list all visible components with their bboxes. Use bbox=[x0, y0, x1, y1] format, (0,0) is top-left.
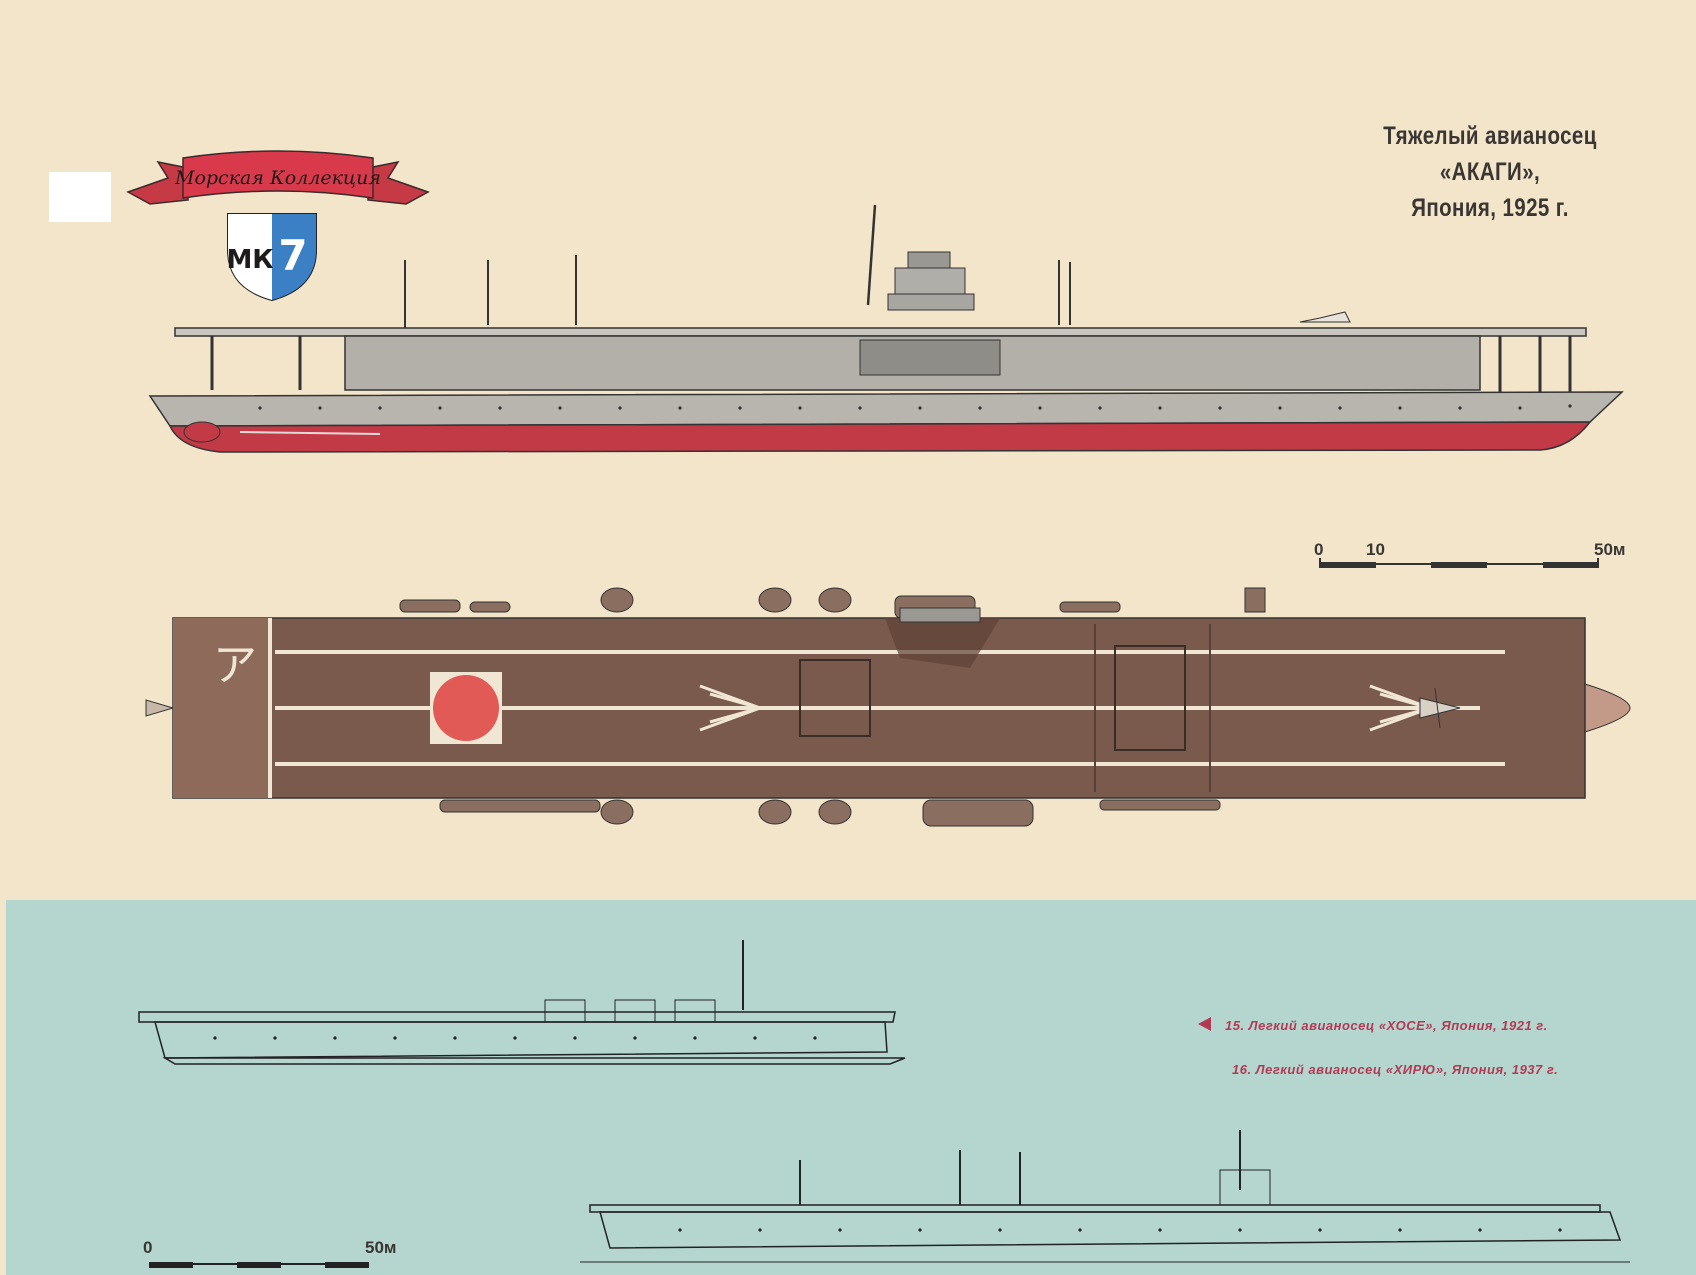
scale-top-labels: 0 10 50м bbox=[1312, 540, 1642, 560]
logo-badge-letters: МК bbox=[226, 245, 273, 275]
title-line-1: Тяжелый авианосец bbox=[1383, 122, 1597, 150]
hiryu-side-outline bbox=[580, 1130, 1630, 1263]
scale-top-50m: 50м bbox=[1594, 540, 1626, 559]
caption-16: 16. Легкий авианосец «ХИРЮ», Япония, 193… bbox=[1232, 1062, 1559, 1077]
akagi-side-profile bbox=[148, 204, 1624, 453]
page-title: Тяжелый авианосец «АКАГИ», Япония, 1925 … bbox=[1359, 118, 1621, 226]
current-item-marker bbox=[1198, 1017, 1211, 1031]
morskaya-kollektsiya-logo: Морская Коллекция МК 7 bbox=[126, 150, 430, 302]
scale-bottom-0: 0 bbox=[143, 1238, 153, 1257]
scale-bottom-labels: 0 50м bbox=[143, 1238, 433, 1258]
scale-bar-bottom bbox=[149, 1262, 369, 1268]
title-line-3: Япония, 1925 г. bbox=[1411, 194, 1569, 222]
title-line-2: «АКАГИ», bbox=[1439, 158, 1541, 186]
hosho-side-outline bbox=[138, 940, 906, 1065]
scale-bar-top bbox=[1319, 558, 1599, 568]
deck-kana-marking: ア bbox=[213, 640, 257, 691]
logo-ribbon-text: Морская Коллекция bbox=[174, 167, 381, 189]
scale-top-10: 10 bbox=[1366, 540, 1385, 559]
caption-15: 15. Легкий авианосец «ХОСЕ», Япония, 192… bbox=[1225, 1018, 1548, 1033]
akagi-deck-plan: ア bbox=[145, 587, 1631, 827]
logo-badge-number: 7 bbox=[278, 231, 307, 280]
scale-top-0: 0 bbox=[1314, 540, 1324, 559]
blank-patch bbox=[49, 172, 111, 222]
scale-bottom-50m: 50м bbox=[365, 1238, 397, 1257]
